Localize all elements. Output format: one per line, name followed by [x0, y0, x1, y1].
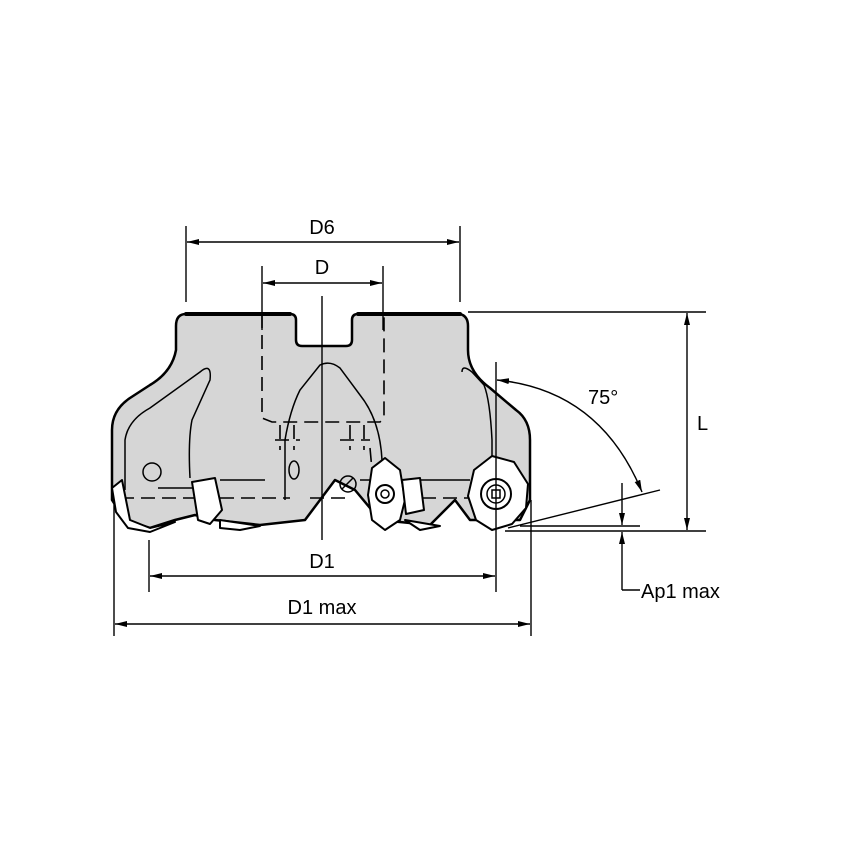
label-d1-max: D1 max [288, 597, 357, 619]
label-ap1-max: Ap1 max [641, 581, 720, 603]
dimension-l: L [468, 311, 708, 532]
dimension-d1: D1 [148, 540, 497, 592]
insert-middle [367, 457, 441, 531]
dimension-d1-max: D1 max [113, 500, 532, 636]
insert-left [111, 477, 261, 533]
dimension-ap1-max: Ap1 max [520, 483, 720, 603]
hidden-lines [120, 314, 470, 499]
label-d1: D1 [309, 551, 335, 573]
dimension-d6: D6 [185, 217, 461, 302]
dimension-angle: 75° [495, 362, 661, 545]
label-d6: D6 [309, 217, 335, 239]
label-l: L [697, 413, 708, 435]
cutter-body [110, 312, 532, 530]
dimension-d: D [261, 257, 384, 330]
label-d: D [315, 257, 329, 279]
label-angle: 75° [588, 387, 618, 409]
